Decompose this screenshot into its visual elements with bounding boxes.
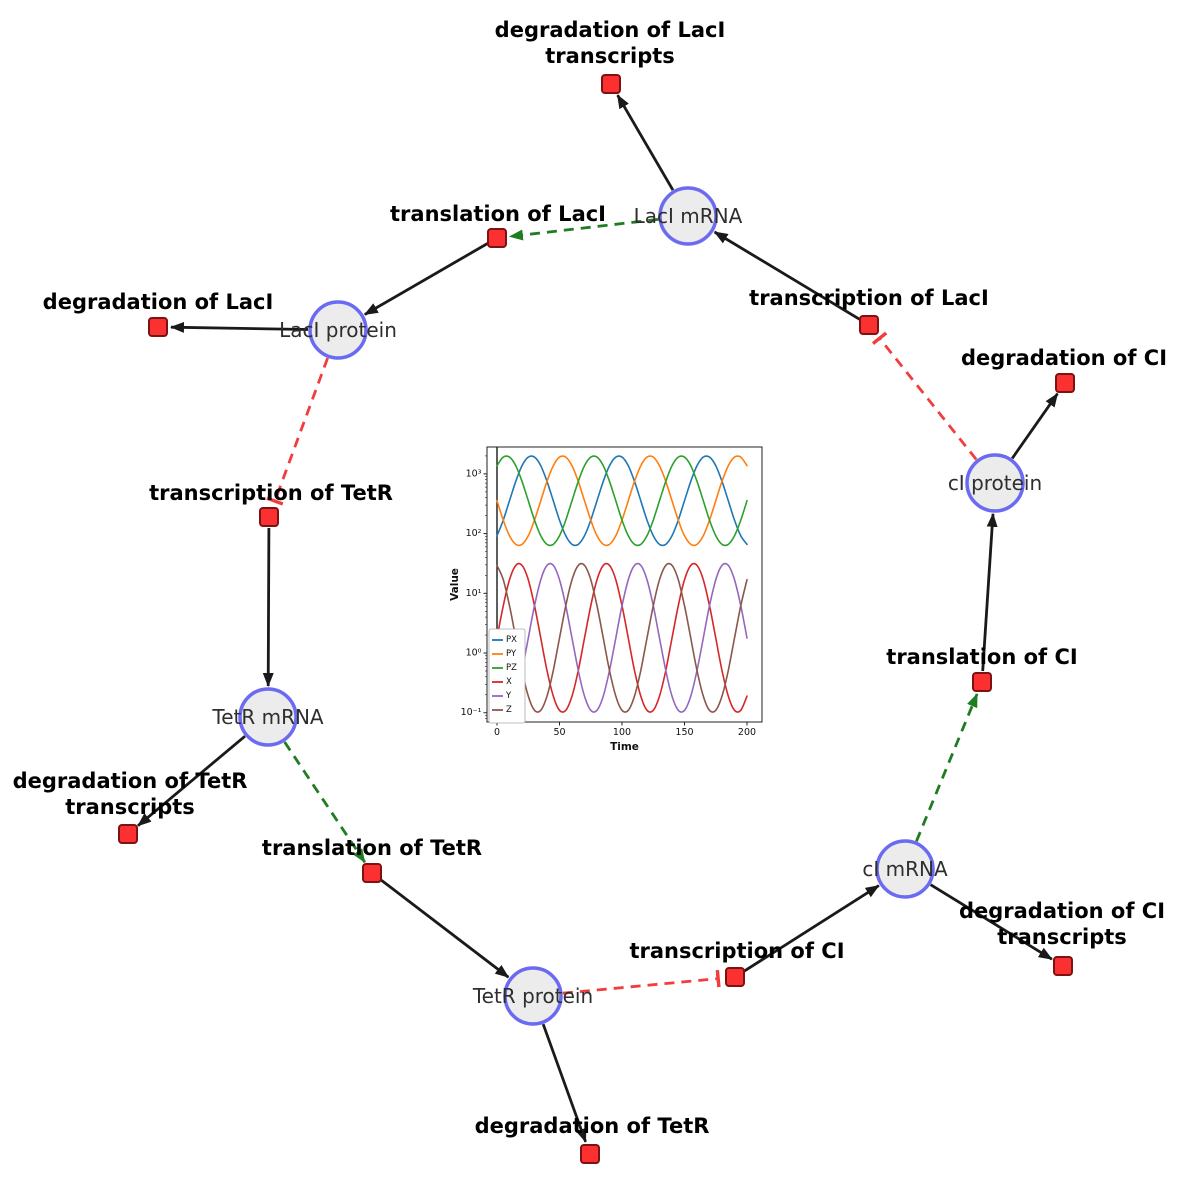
reaction-label-transl_tetr: translation of TetR	[262, 836, 482, 860]
species-node-tetr_protein[interactable]	[503, 966, 563, 1026]
reaction-node-deg_ci[interactable]	[1055, 373, 1075, 393]
timeseries-inset-chart: 0 50 100 150 200 10⁻¹ 10⁰ 10¹ 10² 10³ PX PY PZ XYZ Tim…	[450, 432, 790, 772]
species-label-tetr_mrna: TetR mRNA	[211, 705, 324, 729]
reaction-node-deg_tetr_tx[interactable]	[118, 824, 138, 844]
reaction-node-transl_tetr[interactable]	[362, 863, 382, 883]
reaction-label-transl_laci: translation of LacI	[390, 202, 606, 226]
edge-consumption-ci_protein-deg_ci	[1011, 392, 1059, 460]
nodes-layer	[118, 74, 1075, 1164]
x-tick-label: 50	[553, 727, 565, 738]
reaction-label-deg_tetr: degradation of TetR	[475, 1114, 710, 1138]
series-line-Y	[496, 562, 748, 713]
y-tick-label: 10²	[466, 528, 482, 539]
legend-box	[488, 628, 526, 724]
reaction-node-deg_ci_tx[interactable]	[1053, 956, 1073, 976]
reaction-label-deg_ci: degradation of CI	[961, 346, 1167, 370]
reaction-label-deg_ci_tx-line2: transcripts	[997, 925, 1127, 949]
edge-production-transl_tetr-tetr_protein	[379, 878, 510, 979]
series-line-PX	[496, 455, 748, 547]
reaction-label-tx_laci: transcription of LacI	[749, 286, 989, 310]
legend-label-PZ: PZ	[506, 663, 517, 673]
reaction-label-deg_laci: degradation of LacI	[43, 290, 274, 314]
species-node-laci_mrna[interactable]	[658, 186, 718, 246]
edges-layer	[137, 94, 1059, 1143]
reaction-node-tx_ci[interactable]	[725, 967, 745, 987]
reaction-node-transl_laci[interactable]	[487, 228, 507, 248]
species-label-tetr_protein: TetR protein	[472, 984, 593, 1008]
x-tick-label: 100	[613, 727, 631, 738]
reaction-label-deg_tetr_tx-line1: degradation of TetR	[13, 769, 248, 793]
edge-inhibition-laci_protein-tx_tetr	[266, 357, 329, 506]
reaction-node-tx_laci[interactable]	[859, 315, 879, 335]
reaction-label-deg_laci_tx-line1: degradation of LacI	[495, 18, 726, 42]
species-label-laci_protein: LacI protein	[279, 318, 397, 342]
edge-consumption-laci_protein-deg_laci	[170, 321, 309, 333]
edge-consumption-ci_mrna-deg_ci_tx	[929, 883, 1053, 961]
reaction-node-tx_tetr[interactable]	[259, 507, 279, 527]
species-node-laci_protein[interactable]	[308, 300, 368, 360]
chart-plot-area	[486, 446, 763, 723]
reaction-node-deg_laci_tx[interactable]	[601, 74, 621, 94]
reaction-label-deg_tetr_tx-line2: transcripts	[65, 795, 195, 819]
species-label-ci_protein: cI protein	[948, 471, 1042, 495]
species-label-ci_mrna: cI mRNA	[862, 857, 948, 881]
edge-production-transl_laci-laci_protein	[363, 242, 489, 316]
edge-inhibition-ci_protein-tx_laci	[871, 331, 978, 461]
reaction-label-tx_ci: transcription of CI	[629, 939, 844, 963]
edge-production-tx_ci-ci_mrna	[743, 884, 880, 973]
species-node-tetr_mrna[interactable]	[238, 687, 298, 747]
edge-production-transl_ci-ci_protein	[981, 512, 998, 672]
species-label-laci_mrna: LacI mRNA	[634, 204, 743, 228]
legend-label-X: X	[506, 677, 512, 687]
species-node-ci_protein[interactable]	[965, 453, 1025, 513]
edge-modifier-laci_mrna-transl_laci	[508, 218, 659, 241]
reaction-node-transl_ci[interactable]	[972, 672, 992, 692]
chart-legend: PX PY PZ XYZ	[488, 628, 526, 724]
reaction-label-deg_ci_tx-line1: degradation of CI	[959, 899, 1165, 923]
y-tick-label: 10⁰	[466, 648, 482, 659]
reaction-label-transl_ci: translation of CI	[886, 645, 1077, 669]
reaction-label-deg_laci_tx-line2: transcripts	[545, 44, 675, 68]
series-line-Z	[496, 562, 748, 713]
edge-consumption-tetr_mrna-deg_tetr_tx	[137, 735, 246, 827]
reaction-node-deg_tetr[interactable]	[580, 1144, 600, 1164]
edge-consumption-tetr_protein-deg_tetr	[541, 1023, 587, 1143]
series-line-PZ	[496, 455, 748, 547]
legend-label-PY: PY	[506, 649, 517, 659]
legend-label-Z: Z	[506, 705, 512, 715]
chart-y-axis-label: Value	[450, 568, 461, 601]
y-tick-label: 10⁻¹	[461, 707, 482, 718]
x-tick-label: 200	[738, 727, 756, 738]
species-node-ci_mrna[interactable]	[875, 839, 935, 899]
y-tick-label: 10³	[466, 468, 482, 479]
reaction-label-tx_tetr: transcription of TetR	[149, 481, 393, 505]
x-tick-label: 150	[675, 727, 693, 738]
reaction-node-deg_laci[interactable]	[148, 317, 168, 337]
y-tick-label: 10¹	[466, 588, 482, 599]
edge-consumption-laci_mrna-deg_laci_tx	[616, 94, 675, 191]
edge-modifier-tetr_mrna-transl_tetr	[283, 741, 366, 864]
legend-label-PX: PX	[506, 635, 517, 645]
edge-modifier-ci_mrna-transl_ci	[915, 693, 979, 842]
edge-production-tx_laci-laci_mrna	[713, 230, 861, 321]
edge-inhibition-tetr_protein-tx_ci	[562, 969, 721, 995]
chart-x-axis-label: Time	[610, 741, 639, 753]
edge-production-tx_tetr-tetr_mrna	[262, 527, 274, 687]
x-tick-label: 0	[494, 727, 500, 738]
legend-label-Y: Y	[505, 691, 512, 701]
